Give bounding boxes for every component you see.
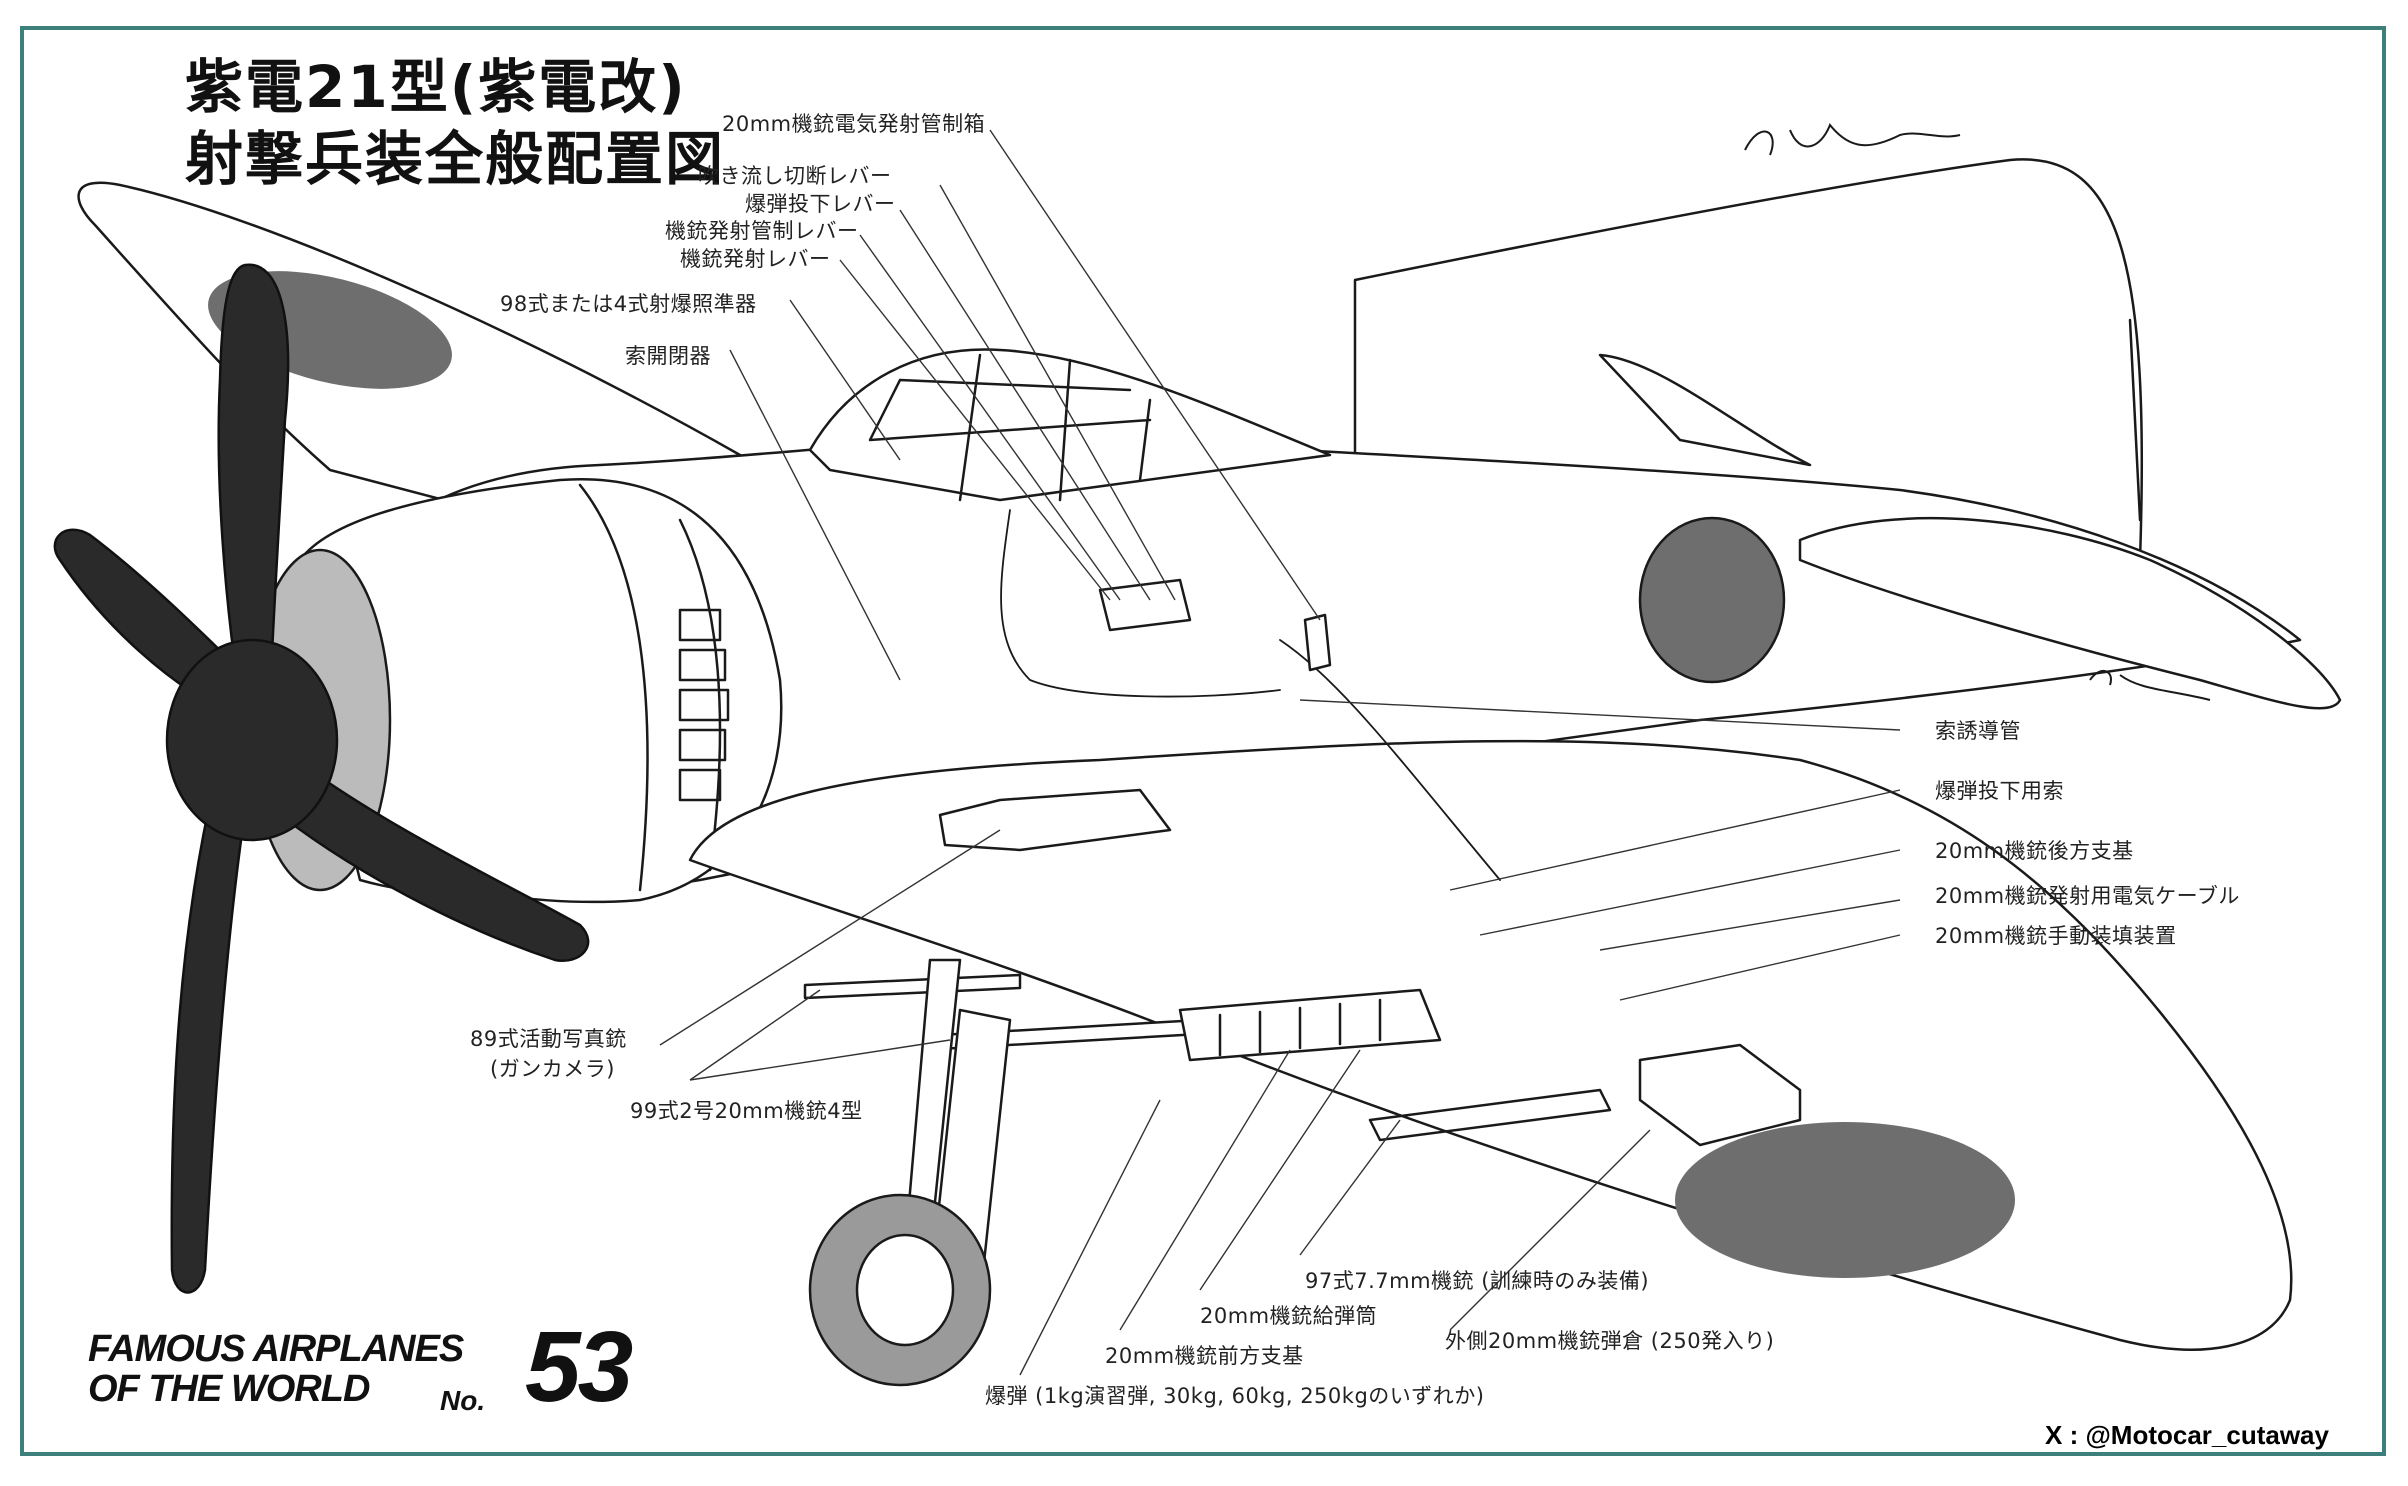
ammo-magazine (1638, 1043, 1802, 1147)
diagram-title-line1: 紫電21型(紫電改) (185, 53, 687, 121)
label-mg-77: 97式7.7mm機銃 (訓練時のみ装備) (1305, 1269, 1650, 1293)
brand-no-label: No. (440, 1385, 486, 1416)
artist-signature (1744, 123, 1961, 156)
label-bomb-lever: 爆弾投下レバー (745, 192, 896, 216)
label-elec-cable: 20mm機銃発射用電気ケーブル (1935, 884, 2240, 908)
cannon-barrel-inner (803, 973, 1022, 1000)
gun-camera (938, 788, 1172, 852)
label-cable-switch: 索開閉器 (625, 344, 711, 368)
artist-signature-small (2089, 670, 2211, 701)
brand-line1: FAMOUS AIRPLANES (88, 1328, 464, 1370)
label-gun-camera-1: 89式活動写真銃 (470, 1027, 627, 1051)
label-manual-charger: 20mm機銃手動装填装置 (1935, 924, 2177, 948)
label-cable-guide: 索誘導管 (1935, 719, 2021, 743)
horizontal-tail (1798, 516, 2342, 710)
label-feed-chute: 20mm機銃給弾筒 (1200, 1304, 1378, 1328)
label-front-mount: 20mm機銃前方支基 (1105, 1344, 1304, 1368)
label-outer-magazine: 外側20mm機銃弾倉 (250発入り) (1445, 1329, 1775, 1353)
label-gun-control-lever: 機銃発射管制レバー (665, 219, 859, 243)
label-bombs: 爆弾 (1kg演習弾, 30kg, 60kg, 250kgのいずれか) (985, 1384, 1485, 1408)
label-gun-camera-2: (ガンカメラ) (490, 1057, 615, 1081)
label-cannon: 99式2号20mm機銃4型 (630, 1099, 863, 1123)
diagram-title-line2: 射撃兵装全般配置図 (185, 125, 726, 193)
label-elec-box: 20mm機銃電気発射管制箱 (722, 112, 986, 136)
hinomaru-right-wing (1675, 1122, 2015, 1278)
label-rear-mount: 20mm機銃後方支基 (1935, 839, 2134, 863)
credit-handle: X : @Motocar_cutaway (2045, 1420, 2329, 1450)
label-jettison-lever: 吹き流し切断レバー (698, 164, 892, 188)
cannon-body (1178, 988, 1442, 1062)
hinomaru-fuselage (1638, 516, 1786, 684)
label-bomb-release: 爆弾投下用索 (1935, 779, 2064, 803)
page-frame (20, 26, 2386, 1456)
propeller (53, 263, 590, 1294)
label-gun-fire-lever: 機銃発射レバー (680, 247, 831, 271)
brand-number: 53 (525, 1311, 633, 1423)
label-gunsight: 98式または4式射爆照準器 (500, 292, 757, 316)
brand-line2: OF THE WORLD (88, 1368, 370, 1410)
